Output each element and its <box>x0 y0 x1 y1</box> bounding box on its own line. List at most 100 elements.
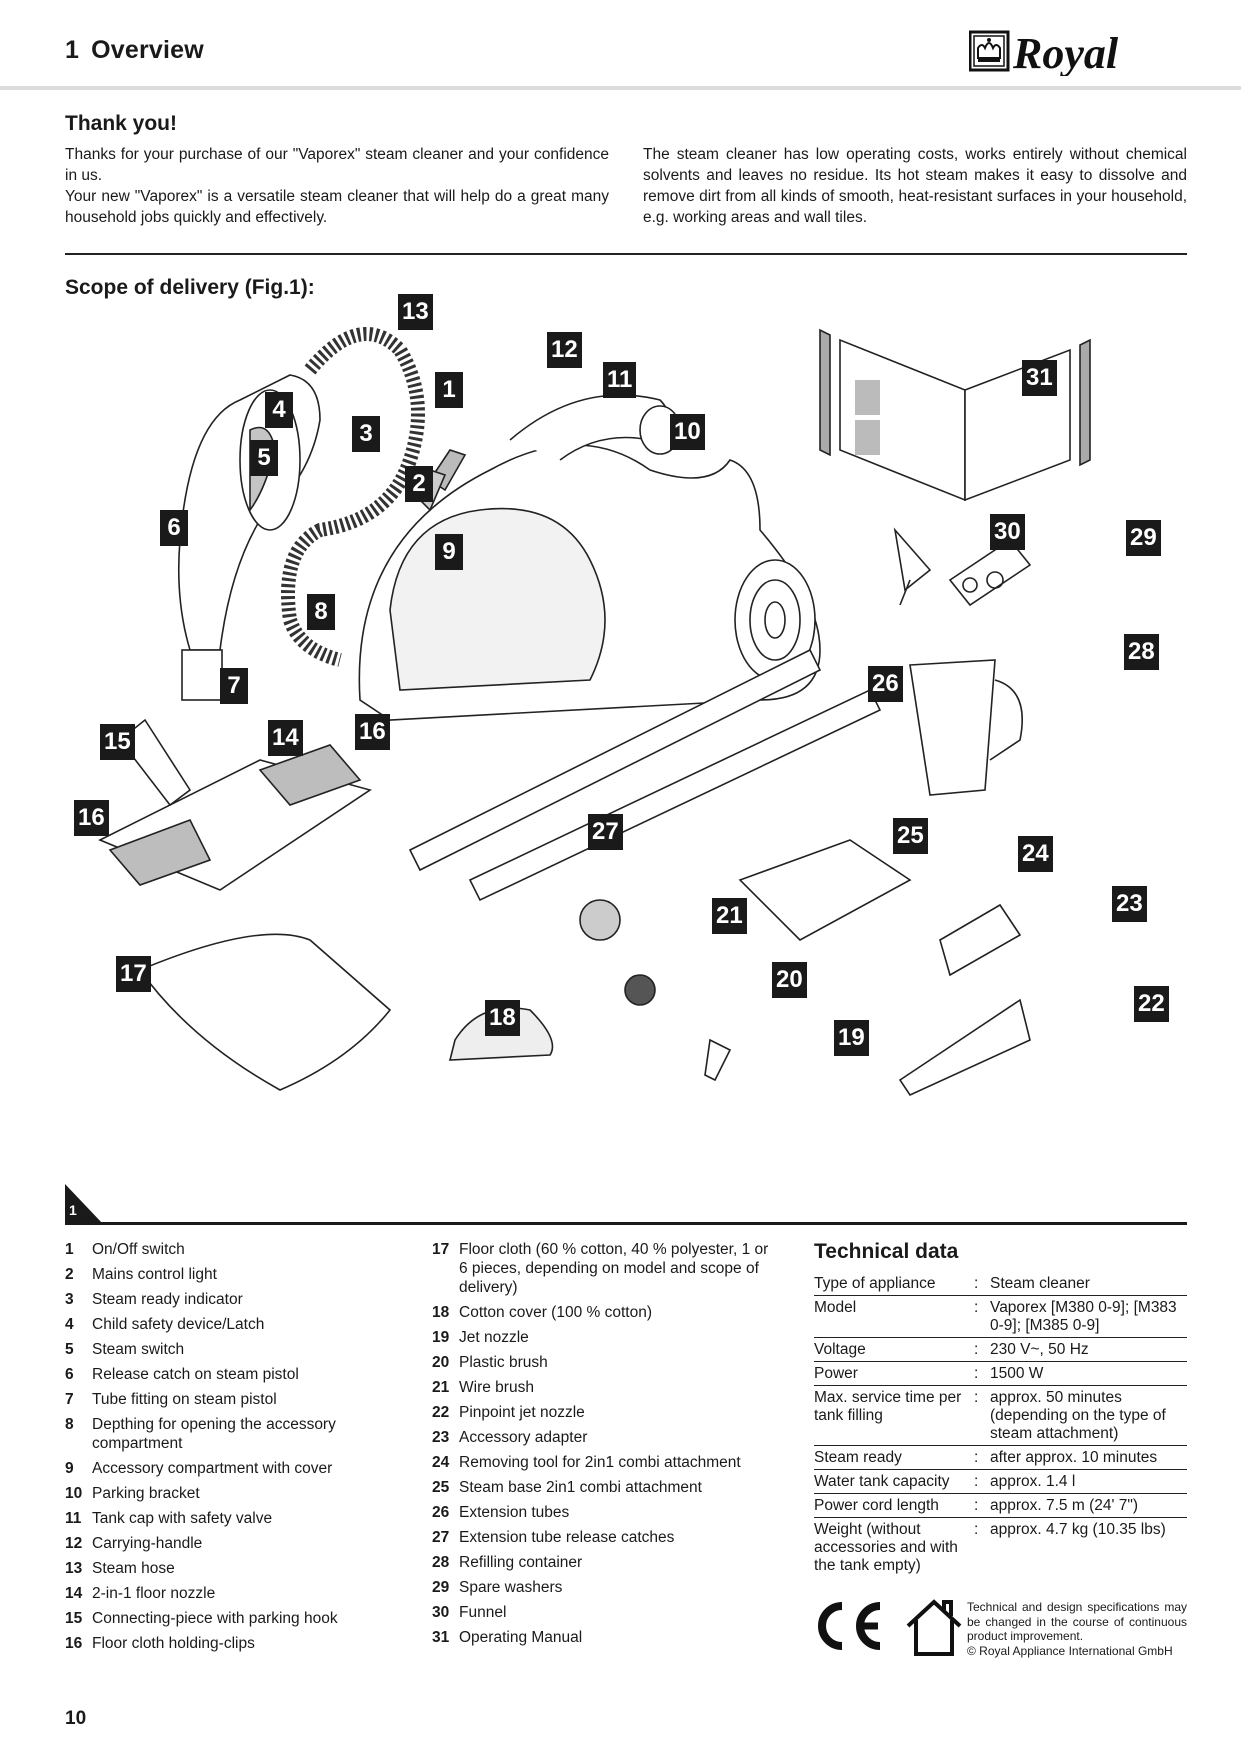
header-divider <box>0 86 1241 90</box>
callout-20: 20 <box>772 962 807 998</box>
spec-separator: : <box>974 1473 979 1490</box>
part-label: Wire brush <box>459 1379 534 1396</box>
part-label: Accessory adapter <box>459 1429 588 1446</box>
part-number: 18 <box>432 1304 450 1321</box>
spec-separator: : <box>974 1299 979 1316</box>
parts-list-item: 11 Tank cap with safety valve <box>65 1509 405 1528</box>
part-label: Pinpoint jet nozzle <box>459 1404 585 1421</box>
spec-key: Voltage <box>814 1341 866 1358</box>
spec-value: after approx. 10 minutes <box>990 1449 1158 1466</box>
spec-value: Steam cleaner <box>990 1275 1090 1292</box>
callout-28: 28 <box>1124 634 1159 670</box>
figure-corner-marker <box>65 1184 103 1224</box>
spec-value: 1500 W <box>990 1365 1044 1382</box>
part-label: Cotton cover (100 % cotton) <box>459 1304 652 1321</box>
part-label: Extension tube release catches <box>459 1529 675 1546</box>
parts-list-item: 23 Accessory adapter <box>432 1428 772 1447</box>
accessory-adapter-illustration <box>939 903 1022 977</box>
part-number: 23 <box>432 1429 450 1446</box>
spec-value: approx. 7.5 m (24' 7") <box>990 1497 1139 1514</box>
figure-bottom-rule <box>65 1222 1187 1225</box>
copyright-text: © Royal Appliance International GmbH <box>967 1643 1173 1658</box>
callout-1: 1 <box>435 372 463 408</box>
parts-list-item: 6 Release catch on steam pistol <box>65 1365 405 1384</box>
callout-14: 14 <box>268 720 303 756</box>
technical-data-row: Model:Vaporex [M380 0-9]; [M383 0-9]; [M… <box>814 1296 1187 1338</box>
part-number: 8 <box>65 1416 74 1433</box>
intro-paragraph-right: The steam cleaner has low operating cost… <box>643 144 1187 228</box>
technical-data-row: Weight (without accessories and with the… <box>814 1518 1187 1578</box>
part-number: 2 <box>65 1266 74 1283</box>
part-number: 5 <box>65 1341 74 1358</box>
callout-2: 2 <box>405 466 433 502</box>
part-number: 6 <box>65 1366 74 1383</box>
callout-10: 10 <box>670 414 705 450</box>
spec-separator: : <box>974 1275 979 1292</box>
callout-22: 22 <box>1134 986 1169 1022</box>
spec-key: Water tank capacity <box>814 1473 950 1490</box>
part-label: Release catch on steam pistol <box>92 1366 299 1383</box>
part-label: 2-in-1 floor nozzle <box>92 1585 216 1602</box>
wire-brush-illustration <box>579 899 621 941</box>
callout-6: 6 <box>160 510 188 546</box>
technical-data: Technical data Type of appliance:Steam c… <box>814 1240 1187 1577</box>
technical-data-row: Power cord length:approx. 7.5 m (24' 7") <box>814 1494 1187 1518</box>
washers-illustration <box>948 538 1032 607</box>
spec-separator: : <box>974 1521 979 1538</box>
technical-data-row: Max. service time per tank filling:appro… <box>814 1386 1187 1446</box>
part-label: Floor cloth holding-clips <box>92 1635 255 1652</box>
crown-icon: Royal <box>968 29 1119 78</box>
spec-value: approx. 4.7 kg (10.35 lbs) <box>990 1521 1166 1538</box>
figure-number: 1 <box>69 1202 77 1218</box>
ce-mark-icon <box>818 1602 881 1650</box>
steam-hose-illustration <box>281 327 425 667</box>
part-label: Mains control light <box>92 1266 217 1283</box>
intro-paragraph-left: Thanks for your purchase of our "Vaporex… <box>65 144 609 228</box>
part-label: Parking bracket <box>92 1485 200 1502</box>
callout-26: 26 <box>868 666 903 702</box>
part-number: 11 <box>65 1510 82 1527</box>
spec-separator: : <box>974 1389 979 1406</box>
section-divider <box>65 253 1187 255</box>
part-label: Accessory compartment with cover <box>92 1460 333 1477</box>
part-number: 14 <box>65 1585 83 1602</box>
part-number: 10 <box>65 1485 83 1502</box>
technical-data-row: Voltage:230 V~, 50 Hz <box>814 1338 1187 1362</box>
callout-4: 4 <box>265 392 293 428</box>
callout-13: 13 <box>398 294 433 330</box>
spec-value: 230 V~, 50 Hz <box>990 1341 1089 1358</box>
part-number: 20 <box>432 1354 450 1371</box>
callout-3: 3 <box>352 416 380 452</box>
part-label: Tank cap with safety valve <box>92 1510 273 1527</box>
extension-tube-2 <box>468 688 882 902</box>
callout-29: 29 <box>1126 520 1161 556</box>
part-number: 26 <box>432 1504 450 1521</box>
spec-separator: : <box>974 1365 979 1382</box>
callout-5: 5 <box>250 440 278 476</box>
part-number: 24 <box>432 1454 450 1471</box>
part-label: On/Off switch <box>92 1241 185 1258</box>
callout-18: 18 <box>485 1000 520 1036</box>
callout-9: 9 <box>435 534 463 570</box>
part-number: 15 <box>65 1610 83 1627</box>
part-label: Refilling container <box>459 1554 583 1571</box>
callout-16-right: 16 <box>355 714 390 750</box>
technical-data-heading: Technical data <box>814 1240 959 1263</box>
spec-separator: : <box>974 1341 979 1358</box>
intro-text-3: The steam cleaner has low operating cost… <box>643 146 1187 226</box>
part-label: Steam hose <box>92 1560 175 1577</box>
